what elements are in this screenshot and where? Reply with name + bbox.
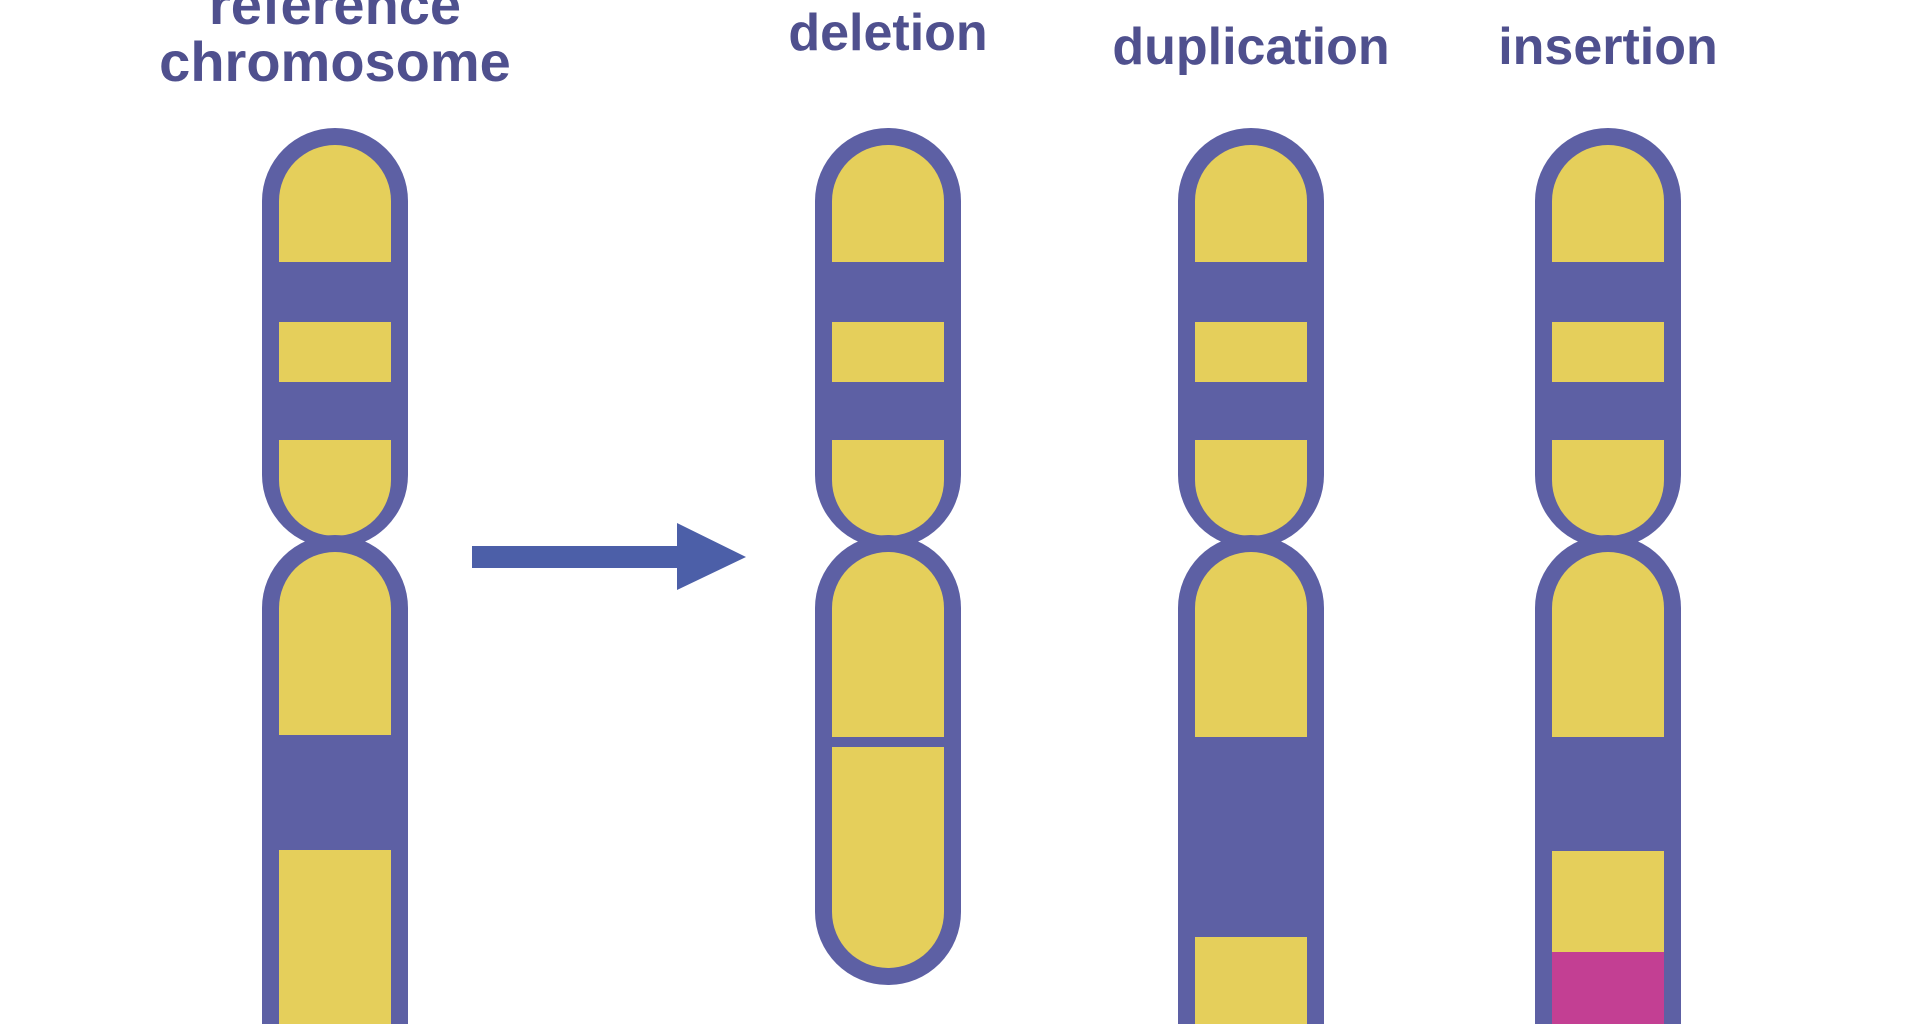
- p-arm-purple-band-2: [262, 382, 408, 440]
- duplication-label: duplication: [1112, 18, 1390, 76]
- reference-chromosome-label: reference chromosome: [159, 0, 511, 93]
- right-arrow-shape: [472, 523, 746, 590]
- p-arm-fill: [1552, 145, 1664, 536]
- q-arm-fill: [832, 552, 944, 968]
- p-arm-purple-band-1: [1178, 262, 1324, 322]
- p-arm-purple-band-2: [1178, 382, 1324, 440]
- reference-chromosome-graphic: [262, 128, 408, 1024]
- p-arm-purple-band-1: [262, 262, 408, 322]
- deletion-chromosome-graphic: [815, 128, 961, 985]
- right-arrow-icon: [472, 523, 746, 590]
- insertion-chromosome-graphic: [1535, 128, 1681, 1024]
- q-arm-purple-band: [1535, 737, 1681, 851]
- duplicated-purple-band: [1178, 737, 1324, 937]
- deletion-label: deletion: [788, 4, 988, 62]
- p-arm-fill: [832, 145, 944, 536]
- p-arm-fill: [1195, 145, 1307, 536]
- inserted-pink-segment: [1552, 952, 1664, 1024]
- p-arm-purple-band-2: [815, 382, 961, 440]
- duplication-chromosome-graphic: [1178, 128, 1324, 1024]
- p-arm-purple-band-1: [1535, 262, 1681, 322]
- p-arm-fill: [279, 145, 391, 536]
- p-arm-purple-band-2: [1535, 382, 1681, 440]
- q-arm-purple-band: [262, 735, 408, 850]
- p-arm-purple-band-1: [815, 262, 961, 322]
- insertion-label: insertion: [1498, 18, 1718, 76]
- deletion-junction-line: [815, 737, 961, 747]
